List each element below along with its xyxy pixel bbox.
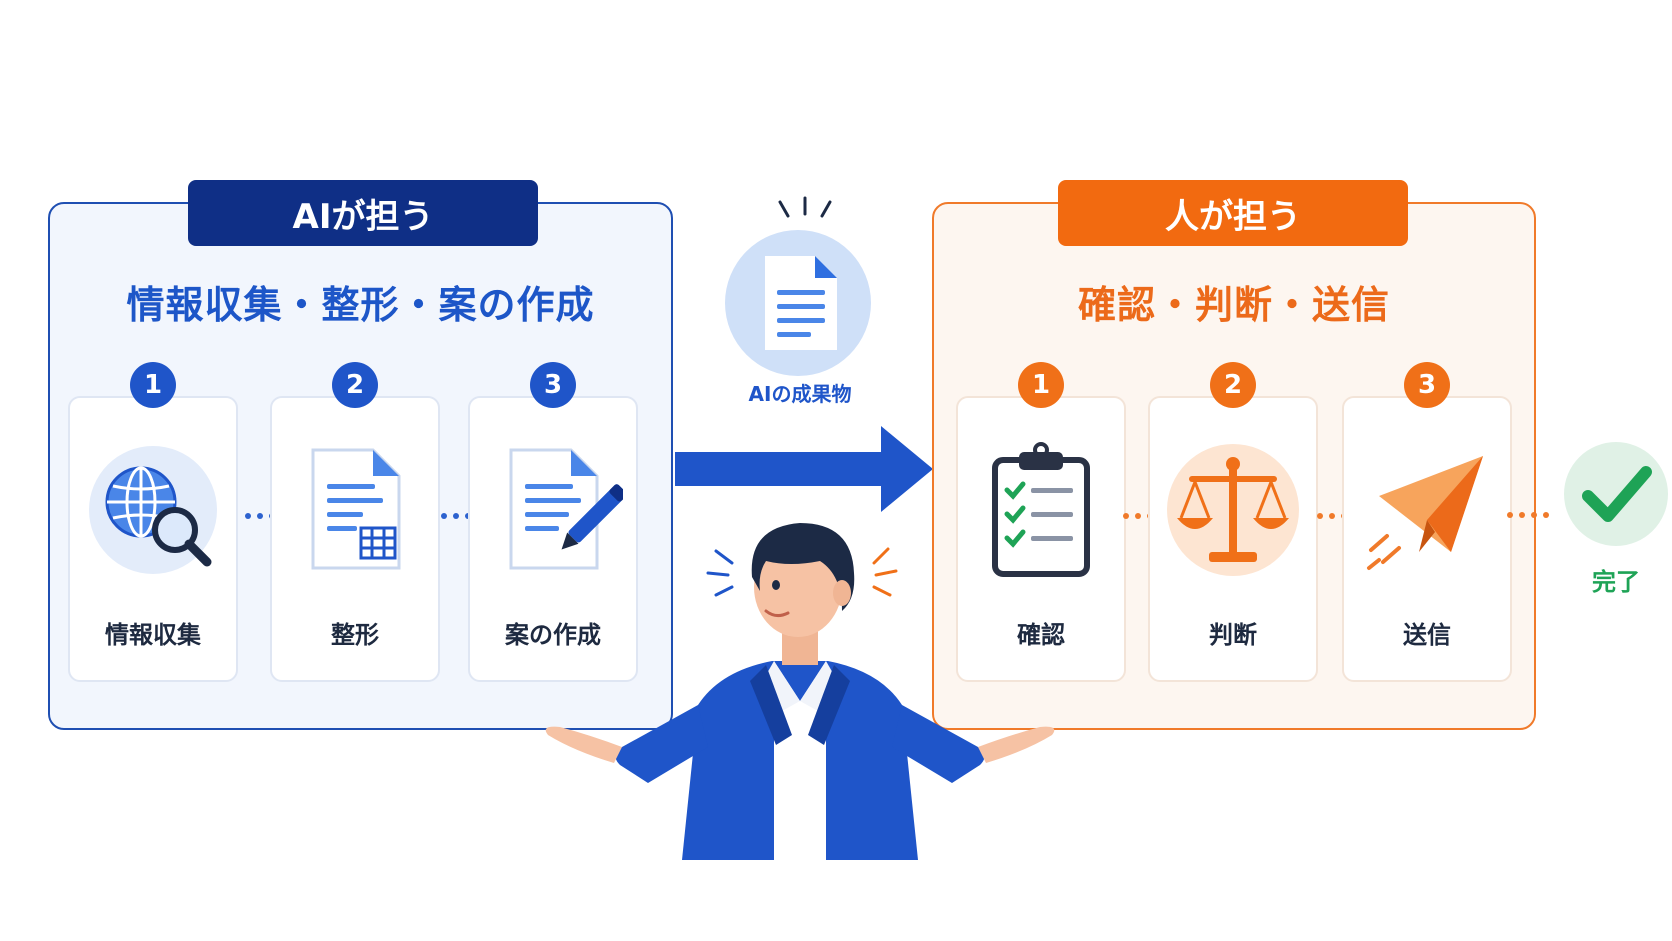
globe-search-icon <box>89 446 217 574</box>
document-icon <box>725 230 871 376</box>
paper-plane-icon <box>1367 456 1483 570</box>
ai-panel-subtitle: 情報収集・整形・案の作成 <box>126 283 595 327</box>
human-step-label-1: 確認 <box>1017 621 1065 649</box>
ai-step-number-1: 1 <box>130 362 176 408</box>
ai-step-label-1: 情報収集 <box>105 621 201 649</box>
scales-icon <box>1167 444 1299 576</box>
ai-panel: AIが担う 情報収集・整形・案の作成 1 情報収集 2 <box>48 180 673 730</box>
human-panel: 人が担う 確認・判断・送信 1 確認 2 <box>932 180 1536 730</box>
human-step-card-2: 2 判断 <box>1148 362 1318 682</box>
sparkle-lines-icon <box>778 196 832 218</box>
ai-step-label-2: 整形 <box>331 621 379 649</box>
ai-step-number-3: 3 <box>530 362 576 408</box>
document-pen-icon <box>509 448 623 570</box>
human-step-number-2: 2 <box>1210 362 1256 408</box>
document-table-icon <box>311 448 401 570</box>
checkmark-icon <box>1564 442 1668 546</box>
human-step-number-3: 3 <box>1404 362 1450 408</box>
human-step-label-3: 送信 <box>1403 621 1451 649</box>
completion-label: 完了 <box>1592 568 1640 596</box>
human-step-label-2: 判断 <box>1209 621 1257 649</box>
human-panel-subtitle: 確認・判断・送信 <box>1077 283 1390 327</box>
human-step-card-1: 1 確認 <box>956 362 1126 682</box>
ai-step-card-1: 1 情報収集 <box>68 362 238 682</box>
person-illustration <box>545 523 1055 860</box>
ai-step-label-3: 案の作成 <box>505 621 601 649</box>
ai-step-card-2: 2 整形 <box>270 362 440 682</box>
human-panel-tab: 人が担う <box>1058 180 1408 246</box>
deliverable-label: AIの成果物 <box>748 382 852 406</box>
ai-panel-tab: AIが担う <box>188 180 538 246</box>
completion-connector-dots <box>1504 503 1552 518</box>
human-step-number-1: 1 <box>1018 362 1064 408</box>
human-step-card-3: 3 送信 <box>1342 362 1512 682</box>
ai-step-number-2: 2 <box>332 362 378 408</box>
ai-step-card-3: 3 案の作成 <box>468 362 638 682</box>
flow-arrow-icon <box>675 426 933 512</box>
checklist-clipboard-icon <box>992 442 1090 577</box>
